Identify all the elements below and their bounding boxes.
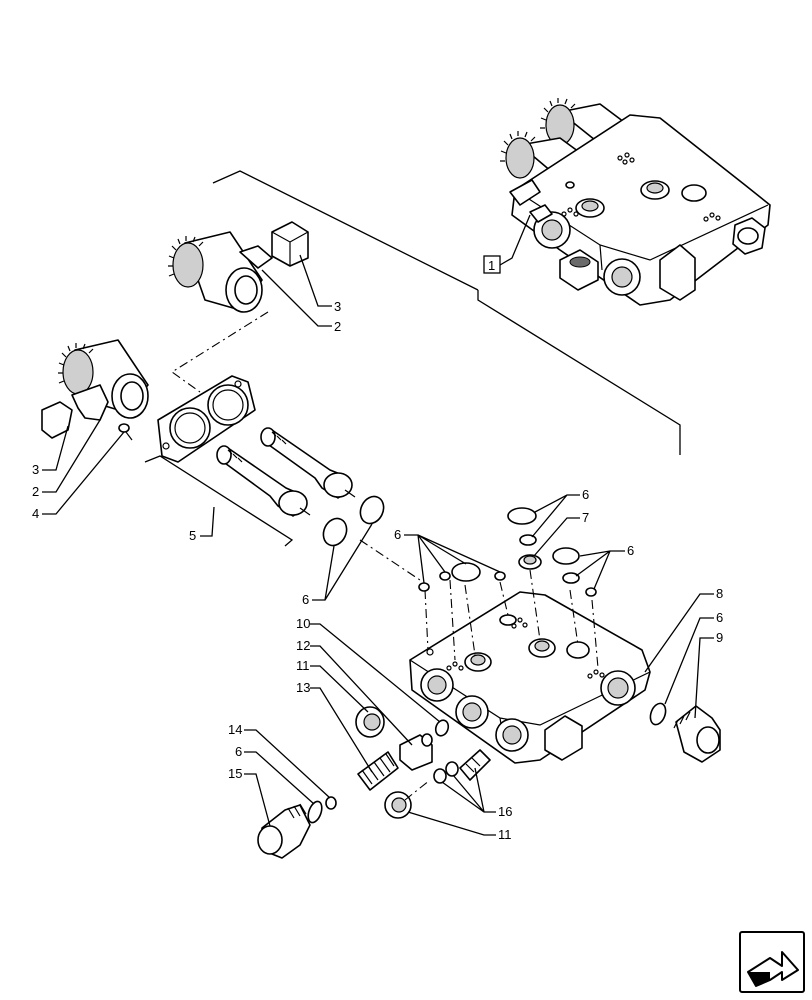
callout-4: 4 [32, 506, 39, 521]
reference-bracket-line-2 [477, 290, 681, 455]
callout-6c: 6 [394, 527, 401, 542]
washer-14 [325, 796, 337, 810]
kit-bracket-5 [144, 455, 294, 547]
o-ring-right-6c-2 [562, 572, 580, 584]
o-ring-6f [307, 800, 323, 824]
callout-10: 10 [296, 616, 310, 631]
washers-16 [433, 761, 459, 784]
o-ring-large-1 [451, 562, 481, 582]
callout-5: 5 [189, 528, 196, 543]
o-ring-top-6a-1 [507, 507, 537, 525]
callout-6d: 6 [627, 543, 634, 558]
callout-16: 16 [498, 804, 512, 819]
o-ring-small-1 [418, 582, 430, 592]
callout-2a: 2 [334, 319, 341, 334]
centerline-port-f [569, 589, 579, 646]
callout-6f: 6 [235, 744, 242, 759]
callout-11b: 11 [498, 827, 512, 842]
spool-upper [260, 427, 356, 499]
o-ring-small-2 [439, 571, 451, 581]
assembly-centerline-upper [171, 311, 269, 393]
left-screw [118, 423, 133, 441]
o-ring-top-6a-2 [519, 534, 537, 546]
o-ring-right-6c-3 [585, 587, 597, 597]
centerline-port-d [499, 581, 509, 616]
plug-15 [257, 803, 311, 859]
callout-14: 14 [228, 722, 242, 737]
callout-9: 9 [716, 630, 723, 645]
upper-solenoid-coil [168, 231, 273, 313]
callout-1: 1 [488, 258, 495, 273]
centerline-port-e [529, 569, 541, 641]
assembly-centerline-spools [359, 539, 421, 581]
spool-16 [459, 749, 491, 781]
callout-11a: 11 [296, 658, 310, 673]
o-ring-left-a [322, 517, 348, 547]
next-page-arrow-icon[interactable] [739, 931, 805, 993]
check-valve-7 [518, 554, 542, 570]
centerline-lower [404, 779, 431, 801]
spring-13 [357, 751, 399, 791]
o-ring-right-plug [649, 702, 667, 726]
callout-8: 8 [716, 586, 723, 601]
reference-bracket-line [212, 170, 479, 291]
spool-lower [216, 445, 311, 517]
fitting-11-upper [355, 706, 385, 738]
callout-13: 13 [296, 680, 310, 695]
centerline-port-b [449, 579, 456, 661]
o-ring-10 [434, 719, 450, 737]
callout-3a: 3 [334, 299, 341, 314]
centerline-port-a [424, 589, 429, 651]
plug-9 [673, 705, 721, 763]
main-valve-body [409, 591, 651, 764]
callout-6b: 6 [302, 592, 309, 607]
callout-6e: 6 [716, 610, 723, 625]
gasket-plate [157, 375, 256, 463]
callout-3b: 3 [32, 462, 39, 477]
o-ring-left-b [359, 495, 385, 525]
centerline-port-c [464, 584, 476, 656]
left-connector [41, 401, 73, 439]
callout-2b: 2 [32, 484, 39, 499]
upper-connector [271, 221, 309, 267]
left-solenoid-coil [58, 339, 149, 421]
callout-6a: 6 [582, 487, 589, 502]
assembled-valve-block [500, 98, 771, 306]
o-ring-right-6c-1 [552, 547, 580, 565]
fitting-11-lower [384, 791, 412, 819]
callout-15: 15 [228, 766, 242, 781]
valve-piston-12 [399, 733, 433, 771]
callout-12: 12 [296, 638, 310, 653]
o-ring-small-3 [494, 571, 506, 581]
callout-7: 7 [582, 510, 589, 525]
assembled-bolt-holes [561, 152, 721, 222]
